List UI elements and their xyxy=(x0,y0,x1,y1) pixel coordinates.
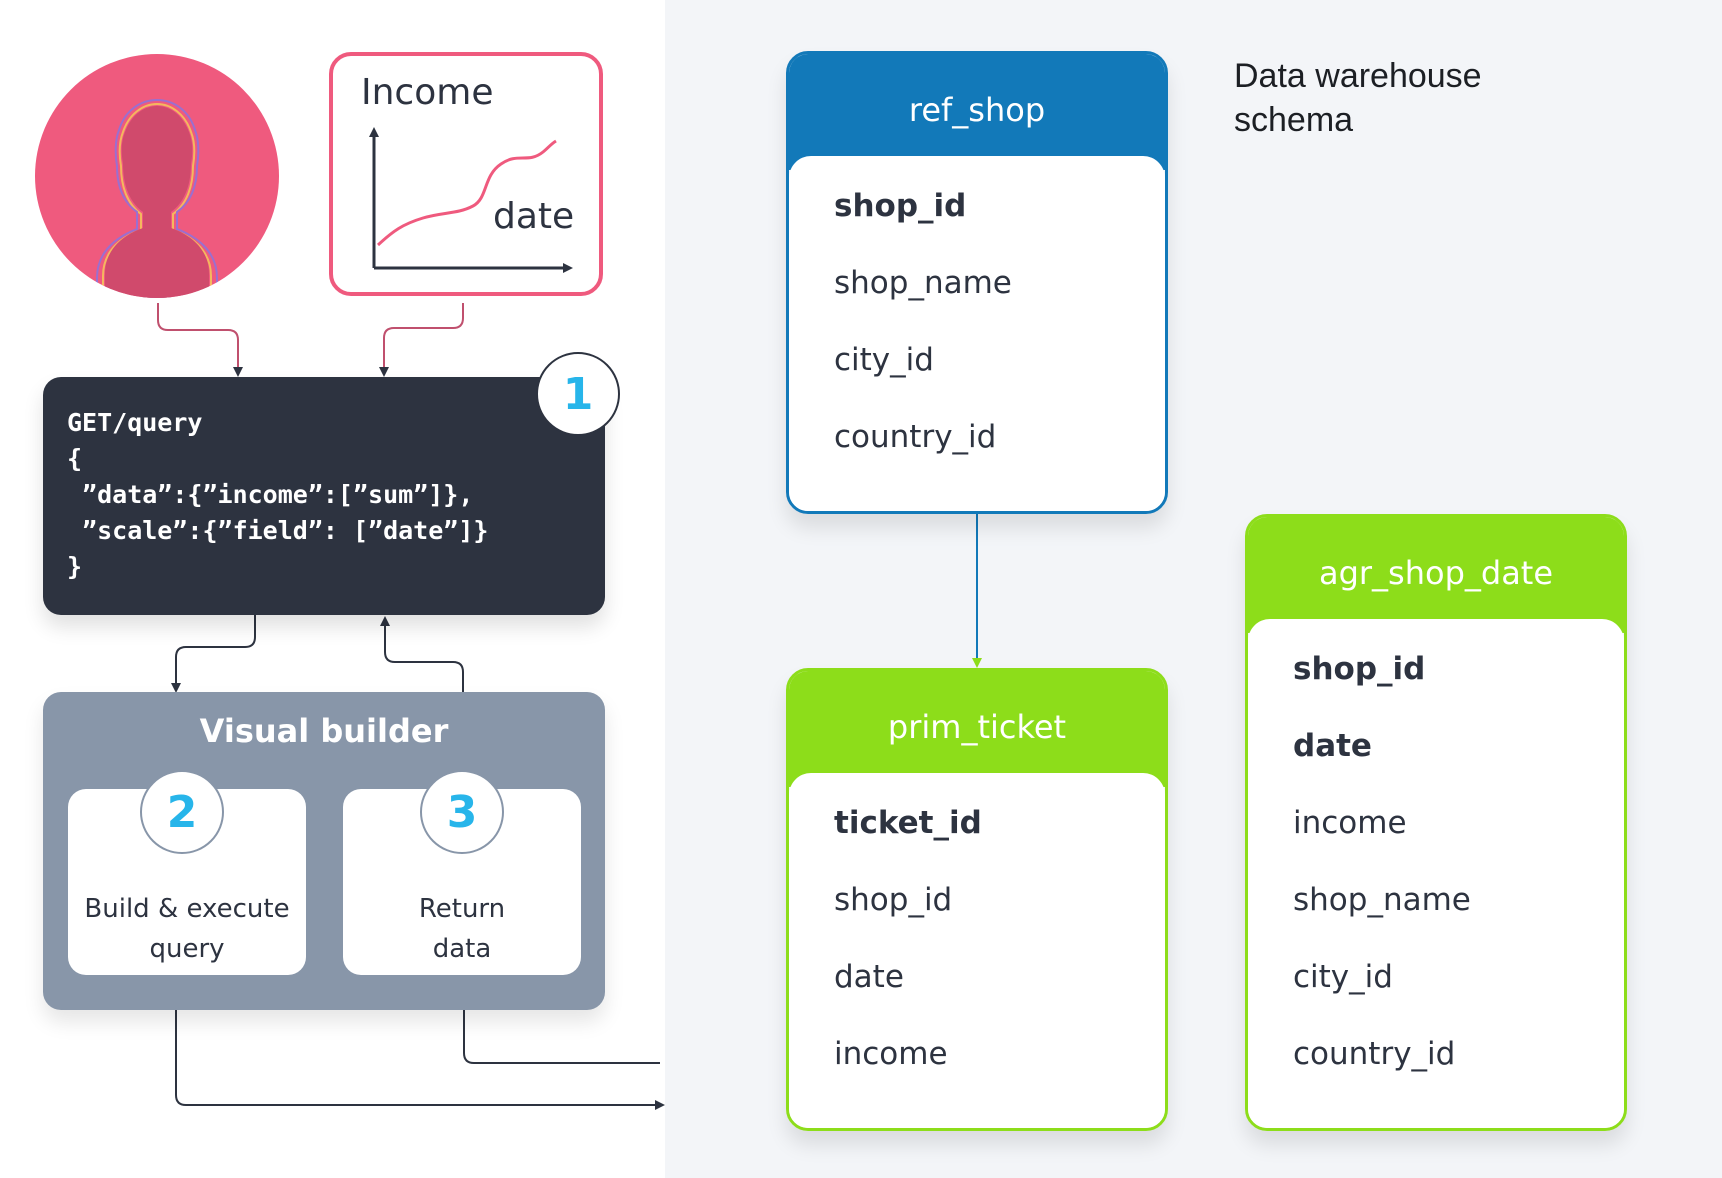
table-row: country_id xyxy=(834,419,997,455)
query-code-block: GET/query { ”data”:{”income”:[”sum”]}, ”… xyxy=(43,377,605,615)
table-row: shop_name xyxy=(834,265,1012,301)
table-body: ticket_id shop_id date income xyxy=(789,773,1165,1128)
visual-builder: Visual builder Build & execute query Ret… xyxy=(43,692,605,1010)
build-execute-label: Build & execute query xyxy=(84,894,290,964)
chart-y-label: Income xyxy=(361,72,494,113)
query-to-builder-connector xyxy=(171,615,256,693)
chart-axes xyxy=(369,127,573,273)
table-row: shop_id xyxy=(834,882,953,918)
table-row: shop_name xyxy=(1293,882,1471,918)
avatar-to-query-connector xyxy=(157,303,243,377)
chart-x-label: date xyxy=(493,196,575,237)
step-1-badge: 1 xyxy=(536,352,620,436)
user-avatar xyxy=(35,54,279,298)
table-row: income xyxy=(1293,805,1407,841)
table-header: prim_ticket xyxy=(789,671,1165,787)
table-body: shop_id shop_name city_id country_id xyxy=(789,156,1165,511)
table-agr-shop-date: agr_shop_date shop_id date income shop_n… xyxy=(1245,514,1627,1131)
table-row: date xyxy=(834,959,904,995)
chart-to-query-connector xyxy=(379,303,464,377)
table-body: shop_id date income shop_name city_id co… xyxy=(1248,619,1624,1128)
table-row: country_id xyxy=(1293,1036,1456,1072)
visual-builder-title: Visual builder xyxy=(199,712,449,750)
step-3-badge: 3 xyxy=(420,770,504,854)
table-row: income xyxy=(834,1036,948,1072)
chart-trend-line xyxy=(376,139,557,247)
return-data-label: Return data xyxy=(418,894,506,964)
user-silhouette-icon xyxy=(96,98,218,298)
step-2-badge: 2 xyxy=(140,770,224,854)
table-header: ref_shop xyxy=(789,54,1165,170)
income-chart-card: Income date xyxy=(329,52,603,296)
return-data-card: Return data xyxy=(343,789,581,975)
build-execute-card: Build & execute query xyxy=(68,789,306,975)
table-row: date xyxy=(1293,728,1372,764)
table-prim-ticket: prim_ticket ticket_id shop_id date incom… xyxy=(786,668,1168,1131)
builder-to-query-connector xyxy=(380,616,464,692)
query-code: GET/query { ”data”:{”income”:[”sum”]}, ”… xyxy=(67,408,489,581)
table-row: city_id xyxy=(1293,959,1393,995)
table-header: agr_shop_date xyxy=(1248,517,1624,633)
table-row: city_id xyxy=(834,342,934,378)
table-row: ticket_id xyxy=(834,805,982,841)
schema-label: Data warehouse schema xyxy=(1234,57,1482,139)
table-row: shop_id xyxy=(834,188,967,224)
table-row: shop_id xyxy=(1293,651,1426,687)
table-ref-shop: ref_shop shop_id shop_name city_id count… xyxy=(786,51,1168,514)
